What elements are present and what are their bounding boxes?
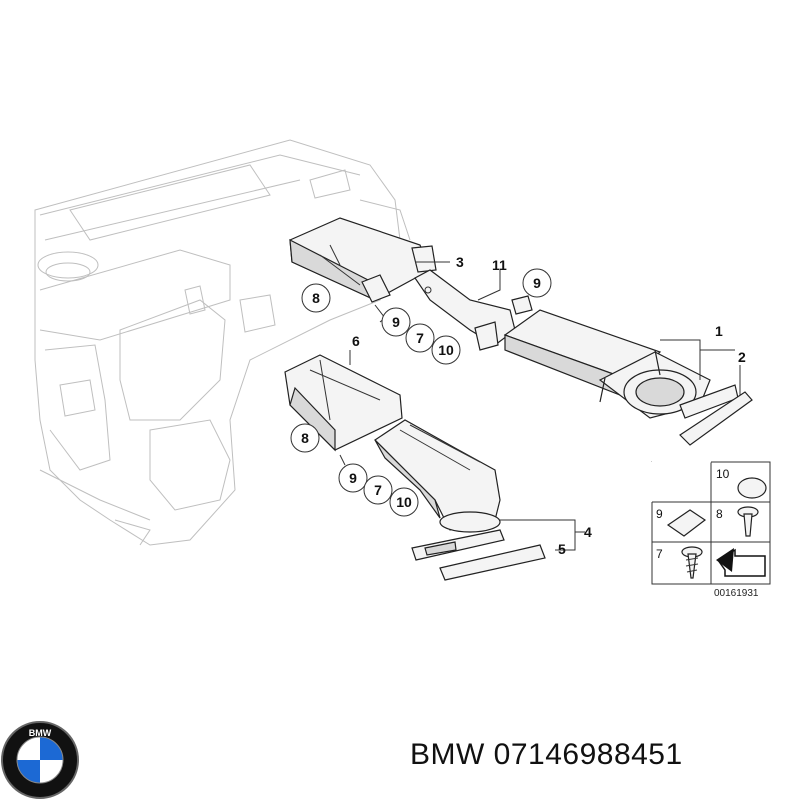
svg-text:9: 9 xyxy=(392,314,400,330)
svg-text:10: 10 xyxy=(438,342,454,358)
fastener-legend: 10 9 8 7 xyxy=(651,461,771,585)
dashboard-outline xyxy=(34,139,411,546)
svg-text:7: 7 xyxy=(416,330,424,346)
callout-9-bracket: 9 xyxy=(522,268,552,298)
part-bracket xyxy=(414,269,533,351)
tapping-screw-icon xyxy=(681,546,703,579)
part-curved-duct xyxy=(374,419,501,533)
legend-number-8: 8 xyxy=(716,507,723,521)
part-trim-right xyxy=(679,391,753,446)
part-label-11: 11 xyxy=(492,257,507,273)
part-label-4: 4 xyxy=(584,524,592,540)
callout-8-lower: 8 xyxy=(290,423,320,453)
diagram-code: 00161931 xyxy=(714,588,759,599)
part-lower-vent xyxy=(411,529,546,581)
legend-number-9: 9 xyxy=(656,507,663,521)
part-number-caption: BMW 07146988451 xyxy=(410,738,683,771)
callout-7-upper: 7 xyxy=(405,323,435,353)
callout-10-upper: 10 xyxy=(431,335,461,365)
part-label-2: 2 xyxy=(738,349,746,365)
part-lower-duct xyxy=(284,354,403,452)
part-label-5: 5 xyxy=(558,541,566,557)
svg-text:8: 8 xyxy=(301,430,309,446)
part-label-6: 6 xyxy=(352,333,360,349)
clip-nut-icon xyxy=(666,509,707,537)
svg-text:BMW: BMW xyxy=(29,728,52,738)
screw-icon xyxy=(737,506,759,537)
part-upper-duct xyxy=(289,217,437,303)
callout-7-lower: 7 xyxy=(363,475,393,505)
svg-text:10: 10 xyxy=(396,494,412,510)
callout-10-lower: 10 xyxy=(389,487,419,517)
cap-plug-icon xyxy=(737,477,767,499)
callout-8-upper: 8 xyxy=(301,283,331,313)
svg-text:9: 9 xyxy=(533,275,541,291)
arrow-icon xyxy=(716,548,766,577)
part-label-3: 3 xyxy=(456,254,464,270)
svg-text:9: 9 xyxy=(349,470,357,486)
svg-text:7: 7 xyxy=(374,482,382,498)
leader-lines xyxy=(339,261,741,551)
part-label-1: 1 xyxy=(715,323,723,339)
svg-text:8: 8 xyxy=(312,290,320,306)
legend-number-7: 7 xyxy=(656,547,663,561)
bmw-logo: BMW xyxy=(1,721,79,799)
legend-number-10: 10 xyxy=(716,467,730,481)
part-cupholder xyxy=(503,309,739,419)
callout-9-upper: 9 xyxy=(381,307,411,337)
callout-9-lower: 9 xyxy=(338,463,368,493)
